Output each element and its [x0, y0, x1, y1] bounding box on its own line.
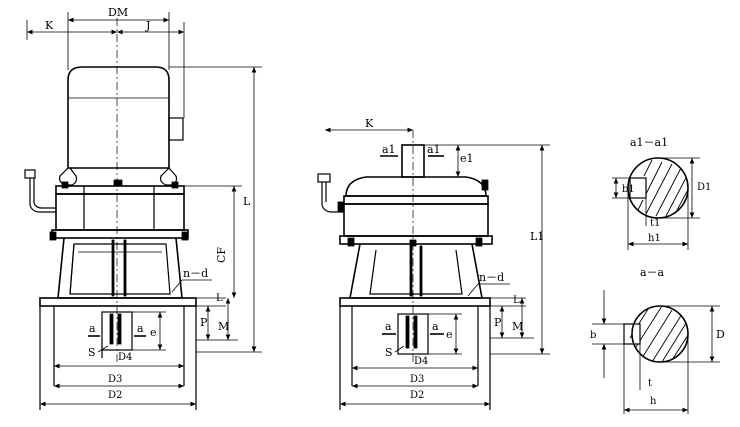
label-e1: e1 [460, 152, 474, 165]
section-a1-title: a1－a1 [630, 136, 668, 149]
support-stand [57, 237, 183, 299]
label-L: L [243, 195, 251, 208]
base-plate [39, 297, 197, 307]
label-D2: D2 [108, 390, 122, 401]
label-D2-middle: D2 [410, 390, 424, 401]
housing-top [345, 176, 487, 197]
section-a1-circle [627, 157, 689, 219]
label-a-left: a [89, 322, 96, 335]
left-view: DM K J L CF n－d L P M e [24, 6, 262, 410]
label-M: M [218, 320, 229, 333]
label-D3-middle: D3 [410, 374, 424, 385]
label-n-d-middle: n－d [479, 271, 504, 284]
label-L-small-middle: L [513, 295, 520, 306]
label-h: h [650, 396, 657, 407]
label-a1-left: a1 [382, 143, 396, 156]
label-CF: CF [215, 247, 228, 263]
label-M-middle: M [512, 320, 523, 333]
label-K-middle: K [365, 117, 374, 130]
label-D1: D1 [697, 182, 711, 193]
section-a-title: a－a [640, 266, 665, 279]
motor-body [58, 66, 184, 186]
label-D4-middle: D4 [414, 356, 428, 367]
label-S: S [88, 346, 96, 359]
label-J: J [145, 19, 150, 32]
section-a1-a1: a1－a1 b1 t1 h1 D1 [612, 136, 711, 250]
label-t: t [648, 378, 652, 389]
label-e-middle: e [446, 328, 453, 341]
oil-gauge-middle [317, 173, 344, 213]
section-a-a: a－a b t h D [590, 266, 725, 414]
label-a-left-middle: a [385, 320, 392, 333]
label-S-middle: S [385, 346, 393, 359]
label-a-right-middle: a [432, 320, 439, 333]
middle-view: K a1 a1 e1 L1 n－d L P M e a [317, 117, 550, 410]
label-h1: h1 [648, 233, 661, 244]
label-DM: DM [108, 6, 128, 19]
support-stand-middle [349, 243, 483, 299]
label-P-middle: P [494, 316, 502, 329]
label-n-d: n－d [183, 267, 208, 280]
label-D4: D4 [118, 352, 132, 363]
label-t1: t1 [650, 218, 660, 229]
label-a-right: a [137, 322, 144, 335]
label-D: D [716, 328, 725, 341]
oil-gauge [24, 169, 56, 213]
label-a1-right: a1 [427, 143, 441, 156]
label-P: P [200, 316, 208, 329]
label-K: K [45, 19, 54, 32]
base-plate-middle [339, 297, 491, 307]
label-e: e [150, 326, 157, 339]
label-D3: D3 [108, 374, 122, 385]
label-L1: L1 [530, 230, 544, 243]
label-L-small: L [216, 293, 223, 304]
label-b: b [590, 330, 596, 341]
gearbox-housing [49, 179, 189, 241]
